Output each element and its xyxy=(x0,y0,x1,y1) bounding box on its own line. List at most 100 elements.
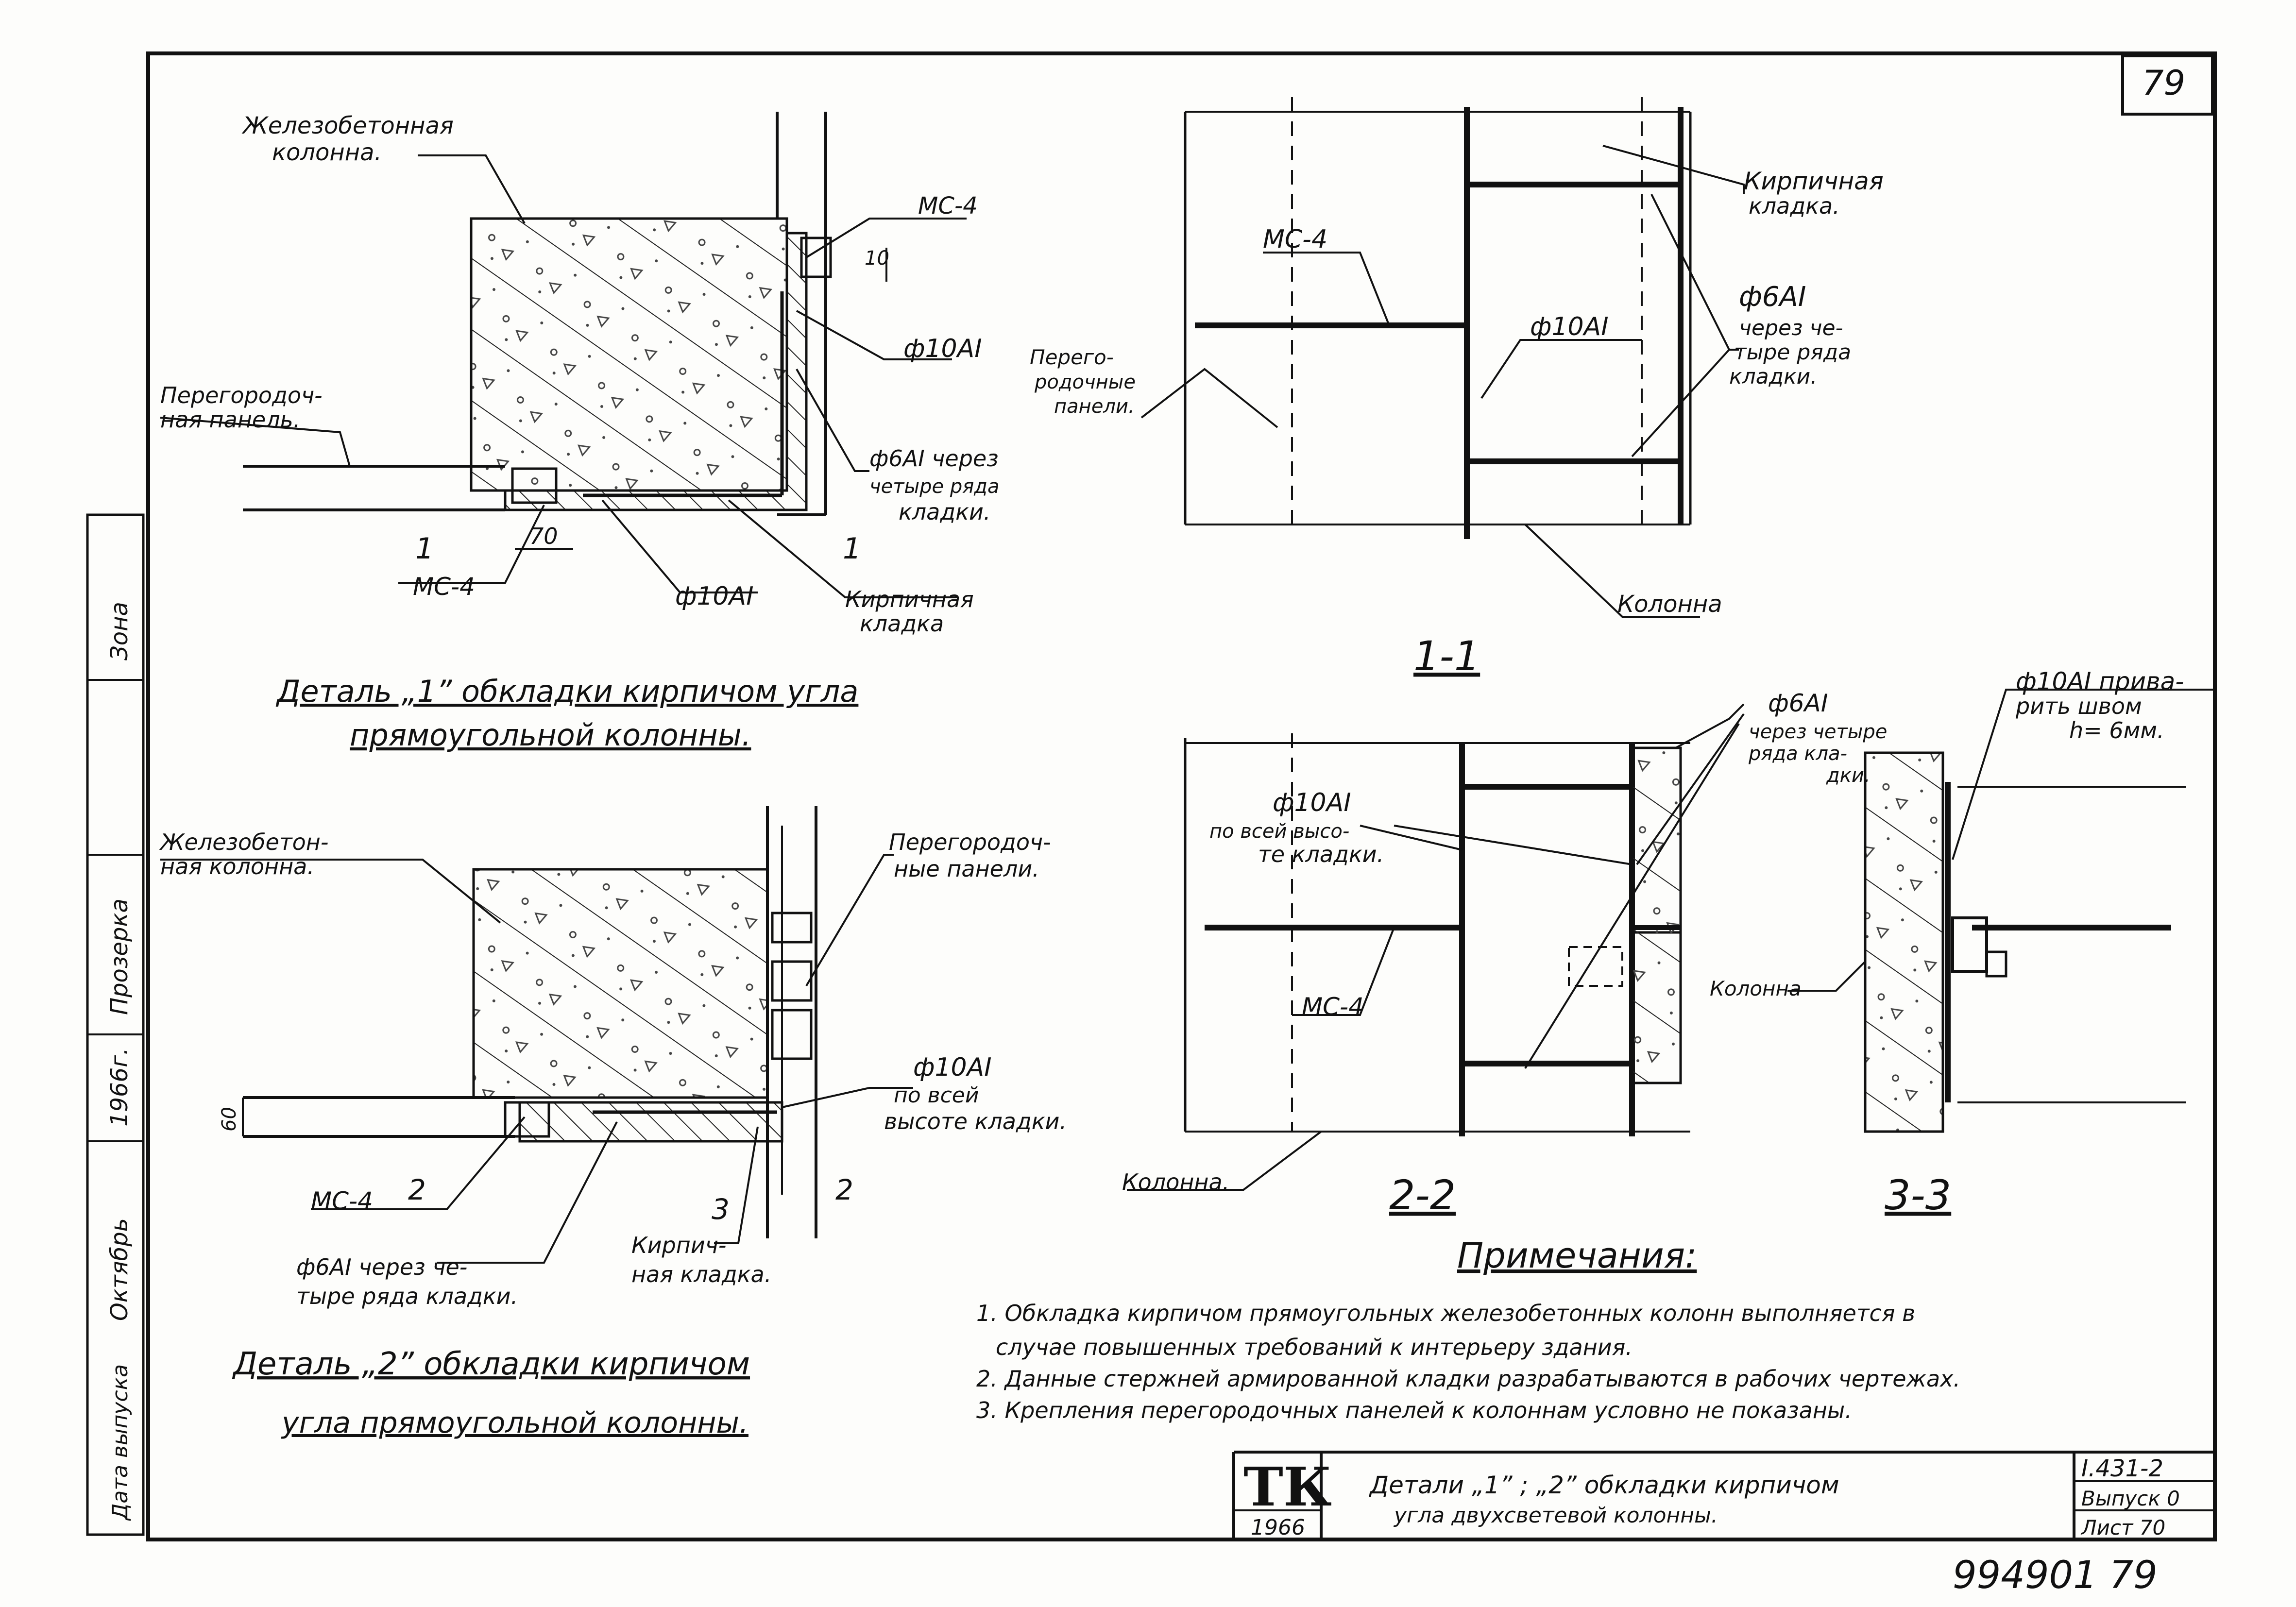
d1-title-line2: прямоугольной колонны. xyxy=(350,717,751,753)
title-block-issue: Выпуск 0 xyxy=(2081,1487,2180,1510)
detail-1: Железобетонная колонна. МС-4 10 ф10АI ф6… xyxy=(160,112,999,753)
s11-rod6-label-4: кладки. xyxy=(1729,364,1817,389)
d2-partitions-label-2: ные панели. xyxy=(894,856,1039,882)
s11-partition-label-2: родочные xyxy=(1034,371,1136,393)
d2-rc-column-label-2: ная колонна. xyxy=(160,853,314,880)
side-stamp-field3: 1966г. xyxy=(106,1048,133,1127)
d2-title-line2: угла прямоугольной колонны. xyxy=(281,1406,748,1440)
d1-mc4-top-label: МС-4 xyxy=(918,192,978,220)
s11-rod6-label-1: ф6АI xyxy=(1739,281,1806,313)
d1-rod6-label-1: ф6АI через xyxy=(869,445,999,472)
side-stamp-field5: Дата выпуска xyxy=(108,1364,133,1521)
notes-line4: 3. Крепления перегородочных панелей к ко… xyxy=(976,1397,1852,1423)
detail2-concrete-column xyxy=(472,868,769,1099)
notes: Примечания: 1. Обкладка кирпичом прямоуг… xyxy=(976,1235,1960,1423)
stamp-number: 994901 79 xyxy=(1953,1554,2158,1597)
d1-rc-column-label-2: колонна. xyxy=(272,139,382,166)
s33-concrete-column xyxy=(1864,751,1944,1133)
d1-section-right: 1 xyxy=(843,532,861,566)
s33-weld-label-1: ф10АI прива- xyxy=(2016,667,2184,695)
d1-dim-70: 70 xyxy=(529,523,558,549)
s22-rod6-label-3: ряда кла- xyxy=(1748,743,1847,765)
d2-title-line1: Деталь „2” обкладки кирпичом xyxy=(232,1346,750,1382)
title-block-year: 1966 xyxy=(1251,1515,1305,1540)
d1-partition-label-2: ная панель. xyxy=(160,406,300,433)
s22-title: 2-2 xyxy=(1389,1171,1456,1219)
d1-title-line1: Деталь „1” обкладки кирпичом угла xyxy=(275,674,858,709)
s33-weld-label-3: h= 6мм. xyxy=(2069,717,2164,744)
d2-partitions-label-1: Перегородоч- xyxy=(889,829,1051,855)
s11-partition-label-3: панели. xyxy=(1054,395,1135,418)
d2-rod10-label-2: по всей xyxy=(894,1083,979,1108)
d1-rod6-label-3: кладки. xyxy=(899,499,990,525)
side-stamp-field4: Октябрь xyxy=(106,1218,133,1321)
title-block-title-line1: Детали „1” ; „2” обкладки кирпичом xyxy=(1369,1471,1839,1499)
s11-partition-label-1: Перего- xyxy=(1030,345,1114,369)
d1-rod6-label-2: четыре ряда xyxy=(869,475,999,498)
d2-rc-column-label-1: Железобетон- xyxy=(159,829,328,855)
side-stamp-field1: Зона xyxy=(106,602,133,660)
d1-rc-column-label-1: Железобетонная xyxy=(241,112,454,139)
d1-brick-label-1: Кирпичная xyxy=(845,586,974,612)
title-block-sheet: Лист 70 xyxy=(2080,1516,2165,1539)
s11-rod6-label-3: тыре ряда xyxy=(1734,340,1851,365)
d1-partition-label-1: Перегородоч- xyxy=(160,382,323,408)
d2-rod6-label-2: тыре ряда кладки. xyxy=(296,1283,518,1309)
s22-concrete-upper xyxy=(1631,746,1682,934)
s11-rod10-label: ф10АI xyxy=(1530,312,1609,341)
page-number-box xyxy=(2121,54,2214,116)
d2-section-2b: 2 xyxy=(835,1173,853,1206)
s11-mc4-label: МС-4 xyxy=(1263,225,1327,254)
d1-mc4-bottom-label: МС-4 xyxy=(413,573,475,601)
s22-rod10-label-1: ф10АI xyxy=(1273,788,1351,817)
section-1-1: Кирпичная кладка. МС-4 Перего- родочные … xyxy=(1030,97,1884,680)
s11-column-label: Колонна xyxy=(1617,591,1722,618)
notes-heading: Примечания: xyxy=(1457,1235,1697,1276)
s33-weld-label-2: рить швом xyxy=(2015,693,2142,719)
s11-brick-label-1: Кирпичная xyxy=(1744,167,1884,195)
d2-rod6-label-1: ф6АI через че- xyxy=(296,1254,467,1280)
d1-rod10-bottom-label: ф10АI xyxy=(675,582,754,611)
s22-rod6-label-4: дки. xyxy=(1826,764,1871,787)
s11-rod6-label-2: через че- xyxy=(1739,316,1843,340)
section-2-2: ф6АI через четыре ряда кла- дки. ф10АI п… xyxy=(1122,689,1887,1219)
d2-mc4-label: МС-4 xyxy=(311,1187,373,1215)
s22-rod6-label-2: через четыре xyxy=(1749,721,1887,743)
section-3-3: ф10АI прива- рить швом h= 6мм. Колонна 3… xyxy=(1710,667,2215,1219)
detail1-concrete-column xyxy=(470,217,788,492)
title-block: ТК 1966 Детали „1” ; „2” обкладки кирпич… xyxy=(1232,1451,2215,1540)
s11-title: 1-1 xyxy=(1413,632,1480,680)
title-block-title-line2: угла двухсветевой колонны. xyxy=(1393,1503,1718,1528)
s11-brick-label-2: кладка. xyxy=(1749,193,1840,219)
d2-brick-label-1: Кирпич- xyxy=(631,1232,727,1258)
d1-section-left: 1 xyxy=(415,532,434,566)
d2-rod10-label-3: высоте кладки. xyxy=(884,1108,1067,1134)
sheet-frame: 79 994901 79 xyxy=(146,51,2217,1597)
notes-line2: случае повышенных требований к интерьеру… xyxy=(996,1334,1633,1360)
detail2-brick-lining xyxy=(518,1101,783,1143)
d2-section-2a: 2 xyxy=(408,1173,426,1206)
notes-line3: 2. Данные стержней армированной кладки р… xyxy=(976,1366,1960,1392)
s22-mc4-label: МС-4 xyxy=(1302,993,1364,1021)
title-block-code: I.431-2 xyxy=(2081,1455,2163,1482)
detail-2: Железобетон- ная колонна. Перегородоч- н… xyxy=(159,806,1067,1440)
d1-dim-10: 10 xyxy=(865,247,889,270)
s33-column-label: Колонна xyxy=(1710,977,1802,1000)
d1-rod10-label: ф10АI xyxy=(903,334,982,363)
d2-section-3: 3 xyxy=(712,1193,730,1226)
s22-rod10-label-3: те кладки. xyxy=(1258,841,1384,867)
d2-rod10-label-1: ф10АI xyxy=(913,1053,992,1082)
title-block-logo: ТК xyxy=(1243,1455,1332,1518)
s22-rod6-label-1: ф6АI xyxy=(1768,689,1828,717)
s33-title: 3-3 xyxy=(1885,1171,1951,1219)
side-stamp: Зона Прозерка 1966г. Октябрь Дата выпуск… xyxy=(86,513,145,1536)
d2-dim-60: 60 xyxy=(218,1107,240,1132)
s22-rod10-label-2: по всей высо- xyxy=(1209,820,1349,843)
s22-concrete-lower xyxy=(1631,926,1682,1084)
d2-brick-label-2: ная кладка. xyxy=(631,1261,771,1287)
d1-brick-label-2: кладка xyxy=(860,610,944,637)
s22-column-label: Колонна. xyxy=(1122,1169,1229,1195)
side-stamp-field2: Прозерка xyxy=(106,898,133,1015)
